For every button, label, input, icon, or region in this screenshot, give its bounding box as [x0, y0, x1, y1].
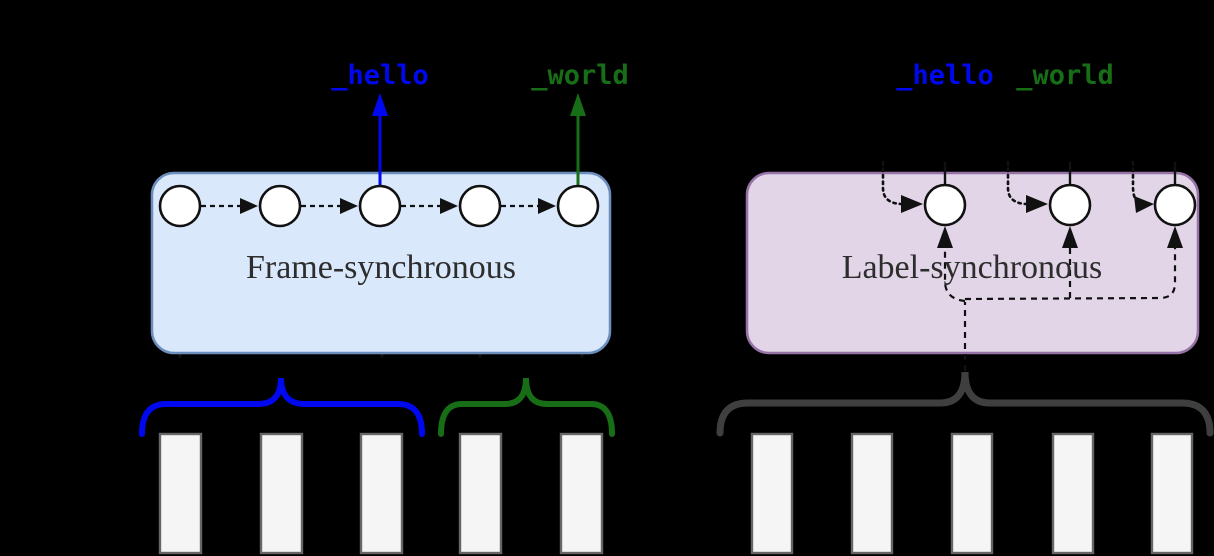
hello-frames-brace: [139, 377, 425, 437]
state-node: [458, 184, 502, 228]
feature-frames-left: [158, 432, 604, 555]
node-output-stubs: [943, 162, 1177, 186]
feature-frame-bar: [750, 432, 794, 555]
state-node: [158, 184, 202, 228]
state-transition-arrows: [201, 198, 556, 214]
frame-synchronous-title: Frame-synchronous: [246, 249, 516, 286]
label-node: [1048, 183, 1092, 227]
state-node: [258, 184, 302, 228]
label-feedback-arrows: [881, 160, 1154, 213]
context-attention-arrows: [943, 248, 1177, 371]
feature-frame-bar: [458, 432, 503, 555]
feature-frame-bar: [1051, 432, 1095, 555]
feature-frame-bar: [950, 432, 994, 555]
world-frames-brace: [438, 377, 615, 437]
feature-frame-bar: [359, 432, 404, 555]
state-node: [358, 184, 402, 228]
feature-frame-bar: [1150, 432, 1194, 555]
hello-label-right: _hello: [896, 60, 994, 91]
label-sync-nodes: [923, 183, 1197, 227]
world-output-arrow: [570, 93, 586, 186]
feature-frame-bar: [259, 432, 304, 555]
hidden-arrow-tips-left: [177, 353, 585, 359]
feature-frames-right: [750, 432, 1194, 555]
hello-output-arrow: [372, 93, 388, 186]
feature-frame-bar: [559, 432, 604, 555]
world-label-right: _world: [1016, 60, 1114, 91]
state-node: [556, 184, 600, 228]
feature-frame-bar: [850, 432, 894, 555]
hello-label-left: _hello: [331, 60, 429, 91]
frame-sync-state-nodes: [158, 184, 600, 228]
all-frames-brace: [716, 371, 1214, 437]
label-node: [923, 183, 967, 227]
feature-frame-bar: [158, 432, 203, 555]
world-label-left: _world: [531, 60, 629, 91]
context-arrowheads: [937, 226, 1183, 248]
label-node: [1153, 183, 1197, 227]
label-synchronous-title: Label-synchronous: [842, 249, 1103, 286]
